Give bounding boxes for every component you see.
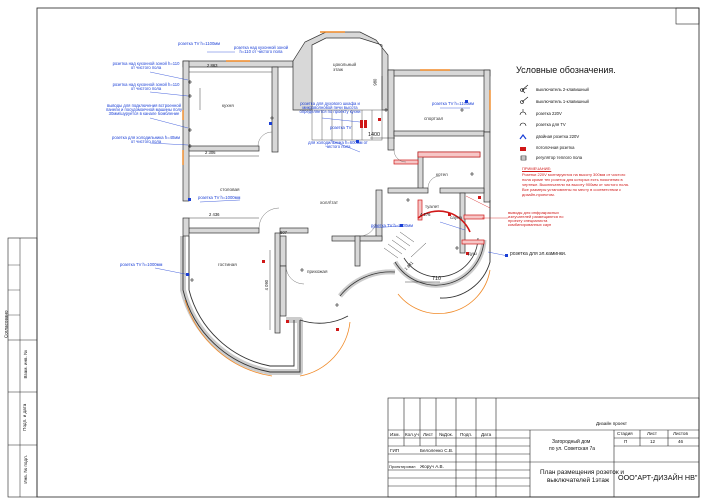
tb-sheet-label: Лист [647, 431, 657, 436]
tb-gip-label: ГИП [390, 448, 400, 453]
title-block-grid [387, 397, 700, 498]
side-stamp-frame [7, 237, 38, 498]
project-type: Дизайн проект [596, 421, 628, 426]
note-tv-top: розетка TV h=1100мм [178, 41, 221, 46]
note-kitchen-zone-top: розетка над кухонной зоной h=110 от чист… [233, 45, 289, 55]
tb-header-date: Дата [481, 432, 492, 437]
note-infrared: выводы для инфракрасных излучателей разм… [508, 210, 564, 227]
legend-note-line: Розетки 220V монтируются на высоту 300мм… [522, 172, 626, 177]
stamp-sign-date: Подп. и дата [22, 403, 28, 431]
legend-item-double-socket: двойная розетка 220V [536, 134, 580, 139]
legend-item-socket: розетка 220V [536, 111, 562, 116]
room-shower: душ [468, 251, 477, 256]
legend-symbols [519, 84, 529, 127]
walls [182, 31, 491, 334]
dim-4: 1400 [368, 132, 380, 138]
legend-title: Условные обозначения. [516, 65, 616, 75]
legend-note-line: дизайн-проектом. [522, 192, 555, 197]
tb-header-list: Лист [423, 432, 433, 437]
room-sportzal: спортзал [424, 116, 444, 121]
dim-3: 2 436 [209, 212, 220, 217]
tb-designer-name: Жоруч А.В. [420, 464, 444, 469]
room-hallway: прихожая [307, 269, 328, 274]
tb-gip-name: Белоленко С.В. [420, 448, 454, 453]
note-kitchen-zone-2: розетка над кухонной зоной h=110 от чист… [112, 82, 180, 92]
dim-10: 4 276 [420, 212, 431, 217]
tb-header-doc: №Док. [439, 432, 453, 437]
leader-lines [149, 51, 509, 276]
note-tv-sport: розетка TV h=1100мм [432, 101, 475, 106]
legend-note-line: чертеже. Выключатели на высоту 900мм от … [522, 182, 629, 187]
plan-symbols [188, 80, 474, 307]
tb-header-sign: Подп. [460, 432, 473, 437]
legend-item-switch-2: выключатель 2-клавишный [536, 87, 589, 92]
tb-stage: П [624, 439, 628, 444]
tb-sheet-title-line2: выключателей 1этаж [547, 477, 610, 484]
tb-stage-label: Стадия [617, 431, 633, 436]
room-living: гостиная [218, 262, 237, 267]
legend-item-tv: розетка для TV [536, 122, 566, 127]
dim-2: 2 306 [205, 150, 216, 155]
tb-sheets-label: Листов [673, 431, 688, 436]
dim-1: 2 863 [207, 63, 218, 68]
tv-markers [186, 100, 508, 276]
tb-designer-label: Проектировал [389, 464, 416, 469]
sheet-corner-box [675, 7, 700, 25]
dim-6: 4 090 [264, 279, 270, 291]
note-tv-hall: розетка TV h=1100мм [371, 223, 414, 228]
legend-item-ceiling-socket: потолочная розетка [536, 145, 575, 150]
tb-header-izm: Изм. [390, 432, 400, 437]
tb-sheets: 46 [678, 439, 684, 444]
stamp-agreed: Согласовано [3, 310, 9, 339]
room-sauna: сауна [450, 215, 463, 220]
stamp-inv-podl: Инв. № подл. [23, 454, 29, 484]
note-tv-living: розетка TV h=1000мм [120, 262, 163, 267]
tb-object-line1: Загородный дом [552, 439, 591, 445]
legend-note-line: пола кроме тех розеток для которых есть … [522, 177, 623, 182]
room-bathroom: туалет [425, 204, 440, 209]
tb-sheet-title-line1: План размещения розеток и [540, 469, 624, 476]
note-dining-socket: для холодильника h=600мм от чистого пола [308, 140, 368, 150]
room-dining: столовая [220, 187, 240, 192]
note-outdoor-socket: розетка для эл.каминки. [510, 251, 567, 257]
tb-sheet: 12 [650, 439, 656, 444]
note-tv-mid: розетка TV [330, 125, 352, 130]
note-tv-dining: розетка TV h=1000мм [198, 195, 241, 200]
legend-item-floor-regulator: регулятор теплого пола [536, 155, 583, 160]
staircase [311, 109, 383, 141]
dim-7: 710 [432, 276, 441, 282]
note-fridge: розетка для холодильника h=40мм от чисто… [111, 135, 180, 145]
note-kitchen-zone-1: розетка над кухонной зоной h=110 от чист… [112, 61, 180, 71]
dimension-lines [189, 71, 440, 330]
new-partitions [393, 151, 485, 245]
stamp-inv-zam: Взам. инв. № [22, 350, 28, 379]
room-hall: холл\тат [320, 200, 338, 205]
legend-item-switch-1: выключатель 1-клавишный [536, 99, 589, 104]
note-oven: розетка для духового шкафа и микроволнов… [299, 101, 361, 115]
room-kitchen: кухня [222, 103, 234, 108]
note-dishwasher: выводы для подключения встроенной панели… [105, 103, 183, 117]
red-markers [262, 118, 481, 331]
tb-object-line2: по ул. Советская 7а [549, 446, 596, 452]
room-tsokol: цокольный этаж [333, 62, 357, 72]
legend-note-line: Все размеры установлены по месту в соотв… [522, 187, 622, 192]
door-swings [257, 131, 441, 285]
legend-note-title: ПРИМЕЧАНИЕ: [522, 166, 552, 171]
room-boiler: котел [436, 172, 448, 177]
dim-5: 980 [372, 78, 378, 86]
dim-9: 607 [280, 230, 287, 235]
tb-header-kol: Кол.уч [405, 432, 419, 437]
tb-company: ООО"АРТ-ДИЗАЙН НВ" [618, 473, 698, 482]
